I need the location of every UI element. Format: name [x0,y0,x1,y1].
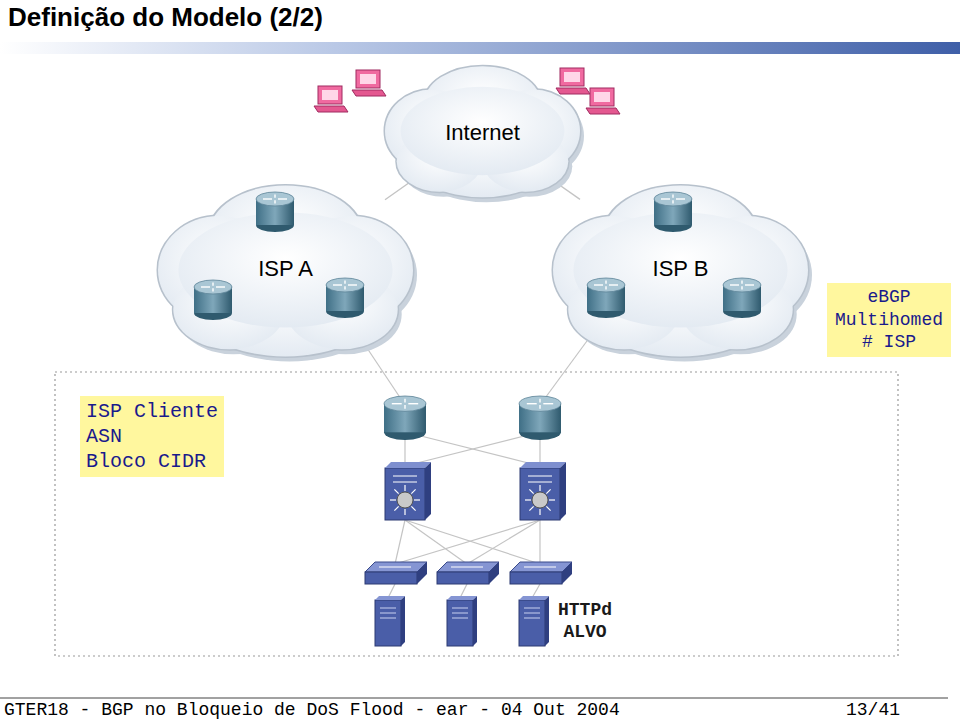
network-cloud: ISP B [553,180,808,360]
link-wire [395,520,405,564]
link-wire [405,520,467,564]
note-text: ISP Cliente [86,399,218,424]
page-number: 13/41 [846,700,900,722]
note-text: Bloco CIDR [86,449,218,474]
router-icon [519,396,561,440]
note-text: eBGP Multihomed # ISP [833,286,945,354]
link-wire [532,584,540,598]
router-icon [256,192,294,232]
network-cloud: ISP A [158,180,413,360]
server-icon [519,596,549,646]
router-icon [587,278,625,318]
link-wire [405,432,540,466]
network-cloud: Internet [385,62,580,200]
footer-text: GTER18 - BGP no Bloqueio de DoS Flood - … [4,700,620,722]
cloud-label: ISP B [553,256,808,282]
devices [314,68,620,646]
router-icon [654,192,692,232]
pc-icon [586,88,620,114]
router-icon [326,278,364,318]
link-wire [395,520,540,564]
footer-rule [0,698,948,699]
link-wire [405,432,540,466]
server-icon [447,596,477,646]
cloud-label: Internet [385,120,580,146]
target-label: HTTPd ALVO [558,600,612,643]
slide-title: Definição do Modelo (2/2) [8,2,323,33]
pc-icon [352,70,386,96]
link-wire [467,520,540,564]
layer3-switch-icon [520,462,566,520]
pc-icon [556,68,590,94]
layer3-switch-icon [385,462,431,520]
switch-icon [510,562,572,584]
link-wire [539,520,540,564]
note-box: ISP ClienteASNBloco CIDR [80,396,224,477]
router-icon [194,280,232,320]
switch-icon [365,562,427,584]
router-icon [384,396,426,440]
note-box: eBGP Multihomed # ISP [827,283,951,357]
switch-icon [437,562,499,584]
link-wire [460,584,467,598]
link-wire [388,584,395,598]
note-text: ASN [86,424,218,449]
server-icon [375,596,405,646]
router-icon [723,278,761,318]
client-region [55,372,898,656]
pc-icon [314,86,348,112]
wires [345,315,606,598]
cloud-label: ISP A [158,256,413,282]
title-bar [0,42,960,54]
